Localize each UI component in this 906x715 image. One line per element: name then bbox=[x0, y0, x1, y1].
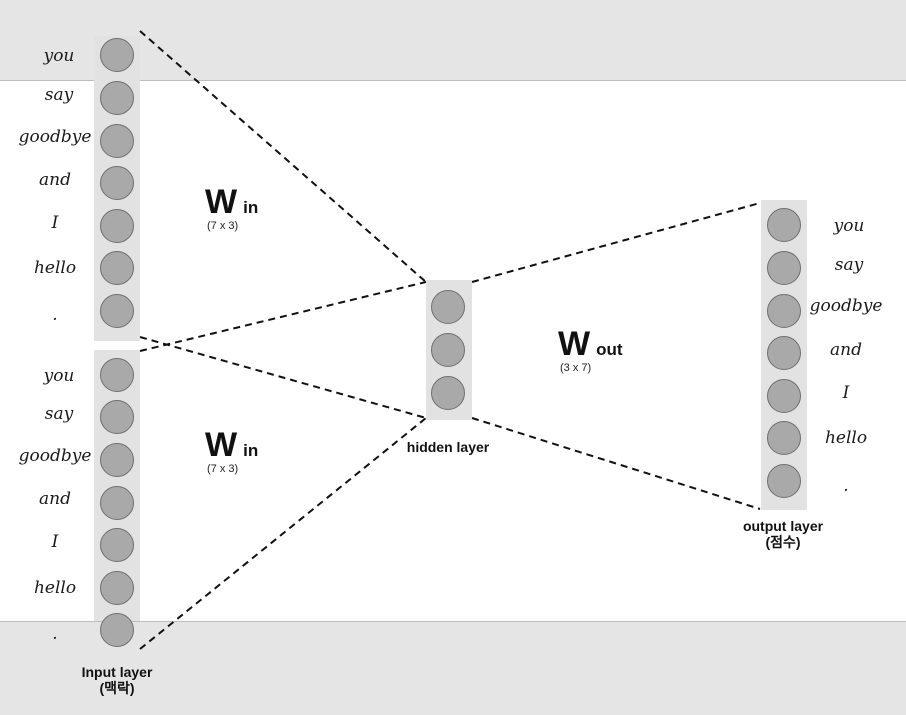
w-out-bottom-edge bbox=[471, 417, 761, 510]
w-in-2-subscript: in bbox=[243, 441, 259, 460]
output-node-period bbox=[767, 464, 801, 498]
hidden-node-1 bbox=[431, 290, 465, 324]
output-layer-title: output layer bbox=[742, 518, 824, 534]
w-in-2-bottom-edge bbox=[139, 417, 427, 650]
output-word: and bbox=[830, 340, 862, 360]
w-out-subscript: out bbox=[596, 340, 623, 359]
input-layer-subtitle: (맥락) bbox=[99, 680, 135, 696]
output-node-and bbox=[767, 336, 801, 370]
input-2-node-and bbox=[100, 486, 134, 520]
w-in-1-symbol: W bbox=[205, 183, 238, 221]
w-out-symbol: W bbox=[558, 325, 591, 363]
w-out-shape: (3 x 7) bbox=[560, 362, 592, 374]
output-node-you bbox=[767, 208, 801, 242]
input-1-word: . bbox=[52, 305, 58, 325]
input-2-node-you bbox=[100, 358, 134, 392]
input-layer-label: Input layer (맥락) bbox=[67, 664, 167, 696]
hidden-layer-label: hidden layer bbox=[406, 439, 490, 455]
w-in-1-top-edge bbox=[139, 30, 427, 283]
input-1-node-i bbox=[100, 209, 134, 243]
input-2-node-say bbox=[100, 400, 134, 434]
w-in-1-subscript: in bbox=[243, 198, 259, 217]
output-node-goodbye bbox=[767, 294, 801, 328]
w-in-1-shape: (7 x 3) bbox=[207, 220, 239, 232]
output-node-say bbox=[767, 251, 801, 285]
output-word: goodbye bbox=[809, 296, 883, 316]
w-out-top-edge bbox=[471, 202, 761, 283]
input-2-node-goodbye bbox=[100, 443, 134, 477]
w-in-2-top-edge bbox=[139, 281, 427, 352]
w-in-1-bottom-edge bbox=[139, 336, 427, 419]
bottom-band bbox=[0, 621, 906, 715]
input-1-word: I bbox=[51, 213, 59, 233]
input-1-node-and bbox=[100, 166, 134, 200]
input-1-node-say bbox=[100, 81, 134, 115]
input-2-node-hello bbox=[100, 571, 134, 605]
input-layer-title: Input layer bbox=[81, 664, 153, 680]
w-in-2-symbol: W bbox=[205, 426, 238, 464]
input-2-node-i bbox=[100, 528, 134, 562]
hidden-node-2 bbox=[431, 333, 465, 367]
input-1-word: say bbox=[44, 85, 74, 105]
input-1-word: and bbox=[39, 170, 71, 190]
output-word: I bbox=[842, 383, 850, 403]
input-2-word: . bbox=[52, 624, 58, 644]
output-word: you bbox=[833, 216, 865, 236]
input-1-word: you bbox=[43, 46, 75, 66]
input-2-node-period bbox=[100, 613, 134, 647]
output-node-hello bbox=[767, 421, 801, 455]
input-1-node-hello bbox=[100, 251, 134, 285]
output-word: . bbox=[843, 476, 849, 496]
input-1-node-period bbox=[100, 294, 134, 328]
output-word: say bbox=[834, 255, 864, 275]
input-1-node-goodbye bbox=[100, 124, 134, 158]
input-1-node-you bbox=[100, 38, 134, 72]
output-node-i bbox=[767, 379, 801, 413]
w-in-2-shape: (7 x 3) bbox=[207, 463, 239, 475]
output-word: hello bbox=[824, 428, 868, 448]
input-2-word: you bbox=[43, 366, 75, 386]
input-2-word: I bbox=[51, 532, 59, 552]
input-2-word: and bbox=[39, 489, 71, 509]
hidden-node-3 bbox=[431, 376, 465, 410]
input-1-word: goodbye bbox=[18, 127, 92, 147]
input-2-word: goodbye bbox=[18, 446, 92, 466]
input-2-word: say bbox=[44, 404, 74, 424]
output-layer-label: output layer (점수) bbox=[733, 518, 833, 550]
output-layer-subtitle: (점수) bbox=[765, 534, 801, 550]
input-2-word: hello bbox=[33, 578, 77, 598]
input-1-word: hello bbox=[33, 258, 77, 278]
